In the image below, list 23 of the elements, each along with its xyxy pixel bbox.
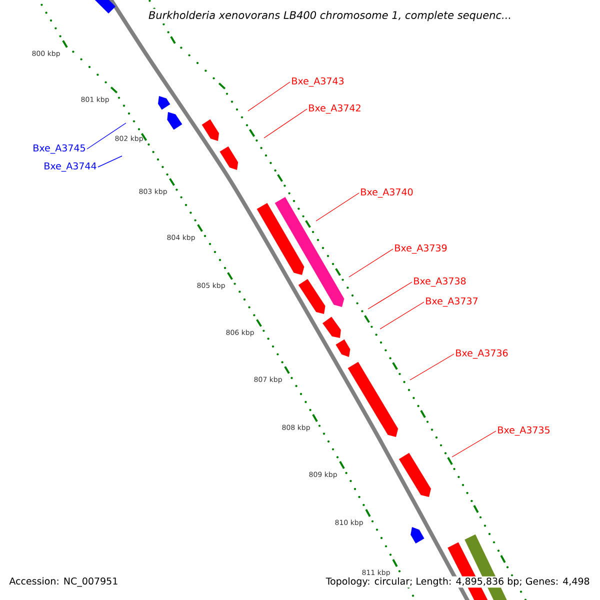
gene-label: Bxe_A3744 (44, 162, 96, 172)
summary-text: Topology: circular; Length: 4,895,836 bp; Genes: 4,498 (324, 576, 591, 588)
gene-label: Bxe_A3745 (34, 144, 85, 154)
gene-label: Bxe_A3740 (361, 188, 413, 198)
gene-label: Bxe_A3737 (426, 297, 478, 307)
gene-label: Bxe_A3736 (456, 349, 508, 359)
title: Burkholderia xenovorans LB400 chromosome 1, complete sequenc... (146, 8, 514, 24)
gene-label: Bxe_A3735 (498, 426, 550, 436)
leader-line (452, 430, 496, 458)
leader-line (98, 156, 122, 168)
accession-text: Accession: NC_007951 (8, 576, 120, 588)
leader-line (316, 192, 360, 222)
leader-line (248, 82, 290, 112)
gene-label: Bxe_A3739 (395, 244, 447, 254)
leader-line (348, 248, 394, 278)
leader-line (410, 354, 454, 380)
leader-line (86, 122, 126, 150)
leader-line (368, 282, 412, 310)
gene-label: Bxe_A3742 (309, 104, 360, 114)
leader-line (380, 302, 424, 330)
gene-label: Bxe_A3738 (414, 277, 466, 287)
gene-label: Bxe_A3743 (292, 77, 344, 87)
leader-line (264, 108, 308, 138)
